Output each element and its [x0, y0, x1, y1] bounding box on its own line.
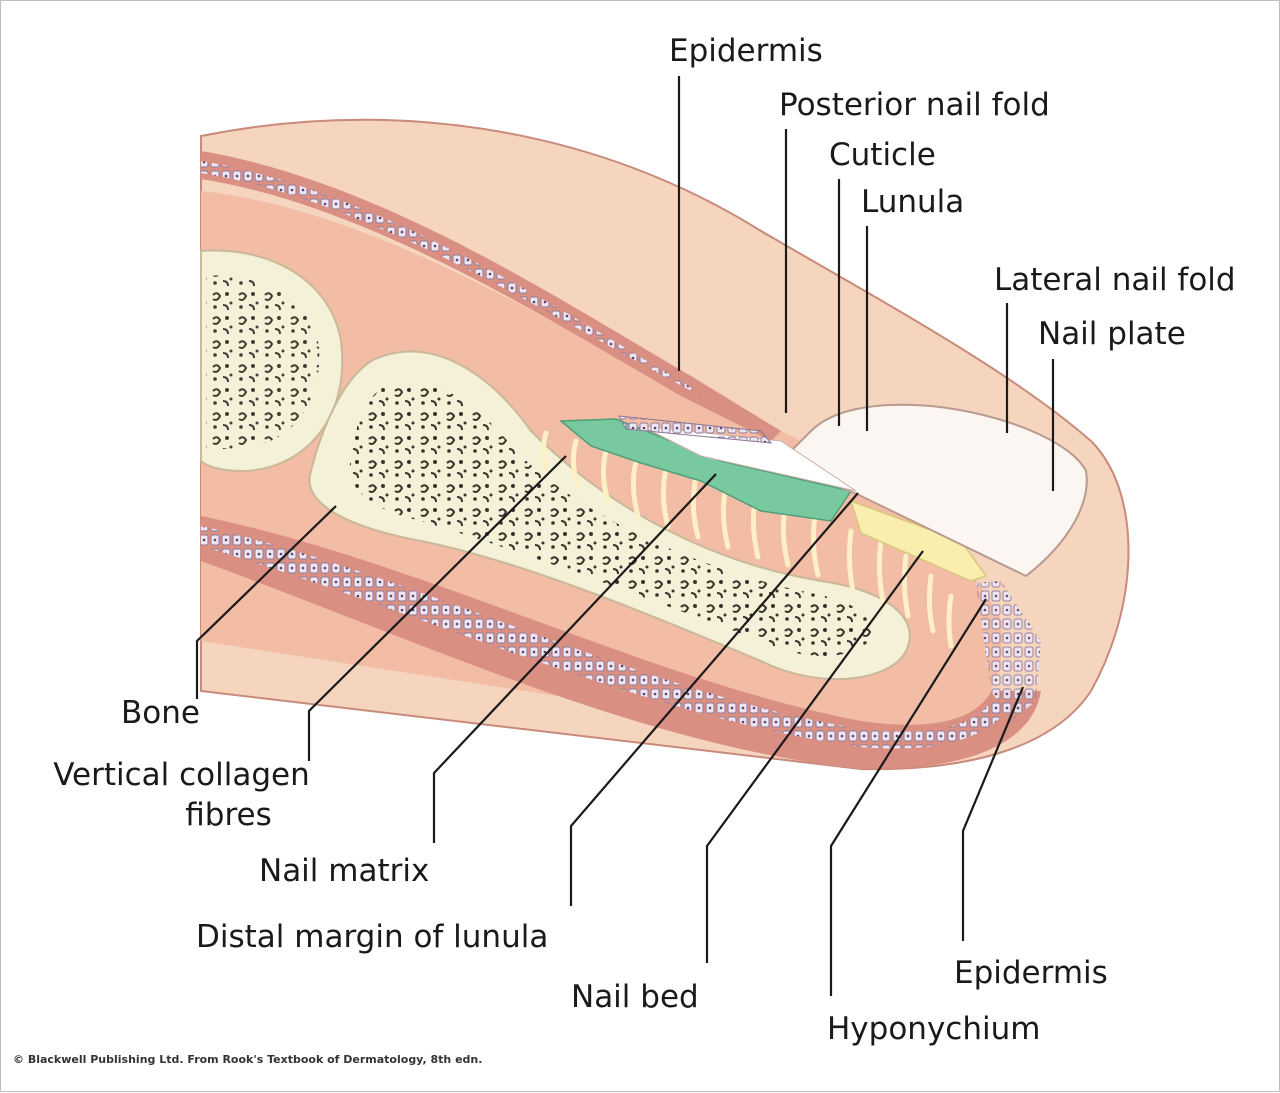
label-distal-margin-of-lunula: Distal margin of lunula — [196, 919, 549, 955]
label-lunula: Lunula — [861, 184, 965, 220]
label-cuticle: Cuticle — [829, 137, 936, 173]
label-vertical-collagen-line2: fibres — [185, 797, 272, 833]
cell-layer-bottom — [201, 526, 1011, 749]
epidermis-band-bottom — [201, 516, 1041, 770]
label-nail-plate: Nail plate — [1038, 316, 1186, 352]
label-bone: Bone — [121, 695, 200, 731]
nail-plate-shape — [779, 403, 1088, 578]
epidermis-band-top — [201, 151, 781, 441]
leader-lines — [195, 76, 1055, 996]
label-posterior-nail-fold: Posterior nail fold — [779, 87, 1050, 123]
label-lateral-nail-fold: Lateral nail fold — [994, 262, 1236, 298]
label-vertical-collagen-fibres: Vertical collagen fibres — [39, 755, 324, 835]
copyright-credit: © Blackwell Publishing Ltd. From Rook's … — [13, 1053, 483, 1066]
label-nail-matrix: Nail matrix — [259, 853, 430, 889]
label-nail-bed: Nail bed — [571, 979, 699, 1015]
label-hyponychium: Hyponychium — [827, 1011, 1041, 1047]
label-epidermis-top: Epidermis — [669, 33, 823, 69]
label-epidermis-bottom: Epidermis — [954, 955, 1108, 991]
label-vertical-collagen-line1: Vertical collagen — [53, 757, 310, 793]
